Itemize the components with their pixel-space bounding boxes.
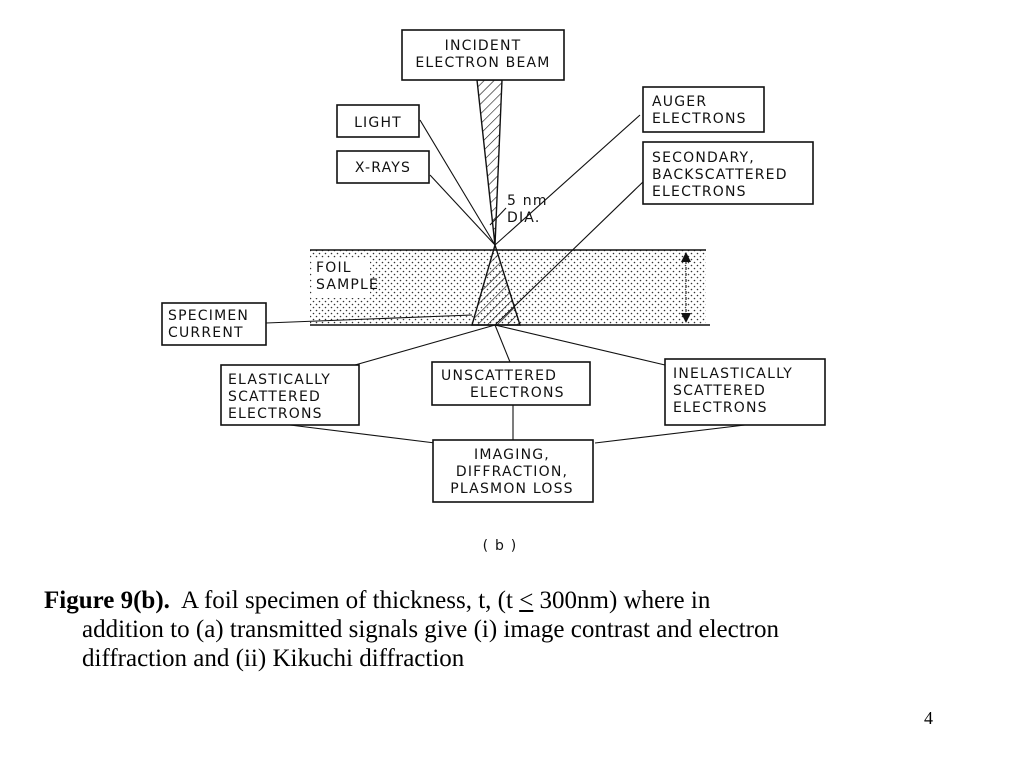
caption-line-2: addition to (a) transmitted signals give… [82,616,780,643]
inelastic-box: INELASTICALLY SCATTERED ELECTRONS [664,358,826,426]
specimen-current-line [265,314,473,324]
foil-label-line-2: SAMPLE [316,277,379,293]
svg-text:ELECTRONS: ELECTRONS [673,400,768,416]
caption-text-part-1: A foil specimen of thickness, t, (t [181,587,520,614]
secondary-box: SECONDARY, BACKSCATTERED ELECTRONS [642,141,814,205]
svg-text:INCIDENT: INCIDENT [445,38,522,54]
figure-label: Figure 9(b). [44,587,170,614]
svg-text:SPECIMEN: SPECIMEN [168,308,249,324]
light-line [419,119,496,246]
caption-text-part-2: 300nm) where in [533,587,711,614]
thickness-arrow-head-top [681,252,691,262]
svg-text:AUGER: AUGER [652,94,707,110]
caption-line-1: Figure 9(b). A foil specimen of thicknes… [44,586,984,615]
svg-text:SCATTERED: SCATTERED [673,383,766,399]
svg-text:X-RAYS: X-RAYS [355,160,411,176]
svg-text:BACKSCATTERED: BACKSCATTERED [652,167,788,183]
probe-pointer-line [489,207,507,226]
svg-text:LIGHT: LIGHT [354,115,402,131]
signal-lines [265,114,746,444]
svg-text:ELECTRONS: ELECTRONS [652,184,747,200]
unscattered-line [494,324,511,363]
svg-text:5 nm: 5 nm [507,193,548,209]
incident-beam-box: INCIDENT ELECTRON BEAM [401,29,565,81]
caption-line-3: diffraction and (ii) Kikuchi diffraction [82,645,465,672]
specimen-current-box: SPECIMEN CURRENT [161,302,267,346]
elastic-box: ELASTICALLY SCATTERED ELECTRONS [220,364,360,426]
svg-text:SECONDARY,: SECONDARY, [652,150,755,166]
svg-text:DIFFRACTION,: DIFFRACTION, [456,464,568,480]
svg-text:ELECTRONS: ELECTRONS [470,385,565,401]
foil-label-line-1: FOIL [316,260,352,276]
svg-text:ELECTRON BEAM: ELECTRON BEAM [415,55,550,71]
thickness-arrow-head-bottom [681,313,691,323]
foil-label-backdrop [312,258,370,298]
svg-text:ELECTRONS: ELECTRONS [228,406,323,422]
secondary-line [494,179,646,326]
svg-text:UNSCATTERED: UNSCATTERED [441,368,557,384]
probe-label: 5 nm DIA. [507,193,548,226]
subfigure-label: ( b ) [483,538,518,554]
unscattered-box: UNSCATTERED ELECTRONS [431,361,591,406]
figure-caption: Figure 9(b). A foil specimen of thicknes… [44,586,984,673]
svg-text:ELASTICALLY: ELASTICALLY [228,372,331,388]
less-equal-symbol: < [519,587,534,614]
inelastic-to-imaging-line [594,424,746,444]
auger-line [494,114,641,246]
imaging-box: IMAGING, DIFFRACTION, PLASMON LOSS [432,439,594,503]
svg-text:PLASMON LOSS: PLASMON LOSS [450,481,574,497]
elastic-line [354,324,496,366]
svg-text:CURRENT: CURRENT [168,325,244,341]
inelastic-line [494,324,666,366]
svg-text:DIA.: DIA. [507,210,541,226]
xrays-box: X-RAYS [336,150,430,184]
svg-text:IMAGING,: IMAGING, [474,447,550,463]
svg-text:SCATTERED: SCATTERED [228,389,321,405]
auger-box: AUGER ELECTRONS [642,86,765,133]
xrays-line [429,174,496,246]
elastic-to-imaging-line [289,424,436,444]
incident-beam [471,79,521,326]
page-number: 4 [924,708,933,728]
svg-text:INELASTICALLY: INELASTICALLY [673,366,793,382]
svg-text:ELECTRONS: ELECTRONS [652,111,747,127]
light-box: LIGHT [336,104,420,138]
